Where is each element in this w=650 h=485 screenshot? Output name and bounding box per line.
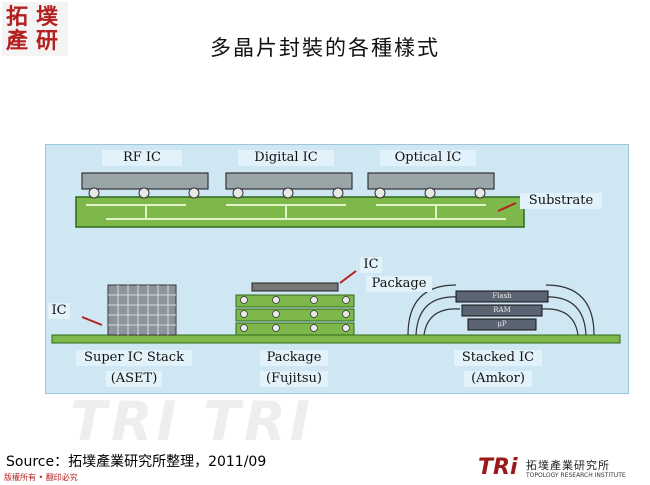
fujitsu-package-stack xyxy=(235,282,355,336)
rf-ic-label: RF IC xyxy=(102,150,182,166)
tri-english-name: TOPOLOGY RESEARCH INSTITUTE xyxy=(526,472,626,479)
ram-die-label: RAM xyxy=(493,306,511,314)
copyright-notice: 版權所有 • 翻印必究 xyxy=(4,473,78,482)
stacked-ic-label: Stacked IC xyxy=(454,350,542,366)
up-die-label: μP xyxy=(497,320,507,328)
ic-package-label-line1: IC xyxy=(360,257,382,273)
ic-label-left: IC xyxy=(48,303,70,319)
logo-char-3: 產 xyxy=(6,28,29,54)
tri-chinese-name: 拓墣產業研究所 xyxy=(526,459,610,472)
logo-char-2: 墣 xyxy=(36,4,59,30)
super-ic-stack-sublabel: (ASET) xyxy=(106,371,162,387)
top-substrate xyxy=(75,196,525,228)
tri-mark: TRi xyxy=(478,455,518,480)
optical-ic-label: Optical IC xyxy=(380,150,476,166)
substrate-arrow xyxy=(497,202,517,212)
bottom-board xyxy=(51,334,621,344)
flash-die-label: Flash xyxy=(492,292,512,300)
super-ic-stack xyxy=(107,284,177,336)
diagram-artwork xyxy=(51,172,621,344)
slide-title: 多晶片封裝的各種樣式 xyxy=(210,36,440,60)
logo-char-4: 研 xyxy=(36,28,59,54)
logo-char-1: 拓 xyxy=(6,4,29,30)
ic-arrow-left xyxy=(81,316,103,326)
digital-ic-label: Digital IC xyxy=(238,150,334,166)
source-caption: Source：拓墣產業研究所整理，2011/09 xyxy=(6,454,267,470)
multi-chip-package-diagram: Flash RAM μP RF IC Digital IC Optical IC… xyxy=(45,144,629,394)
package-sublabel: (Fujitsu) xyxy=(260,371,328,387)
substrate-label: Substrate xyxy=(520,193,602,209)
rf-ic-chip xyxy=(81,172,209,190)
ic-package-arrow xyxy=(339,270,357,284)
digital-ic-chip xyxy=(225,172,353,190)
topology-logo: 拓 墣 產 研 xyxy=(2,2,68,56)
substrate-traces xyxy=(86,204,506,220)
tri-brand-logo: TRi 拓墣產業研究所 TOPOLOGY RESEARCH INSTITUTE xyxy=(478,455,644,483)
stacked-ic-sublabel: (Amkor) xyxy=(464,371,532,387)
package-label: Package xyxy=(260,350,328,366)
optical-ic-chip xyxy=(367,172,495,190)
amkor-stacked-ic xyxy=(407,284,595,336)
super-ic-stack-label: Super IC Stack xyxy=(76,350,192,366)
solder-bumps xyxy=(88,187,486,199)
tri-watermark: TRI TRI xyxy=(70,390,314,453)
ic-package-label-line2: Package xyxy=(366,276,432,292)
